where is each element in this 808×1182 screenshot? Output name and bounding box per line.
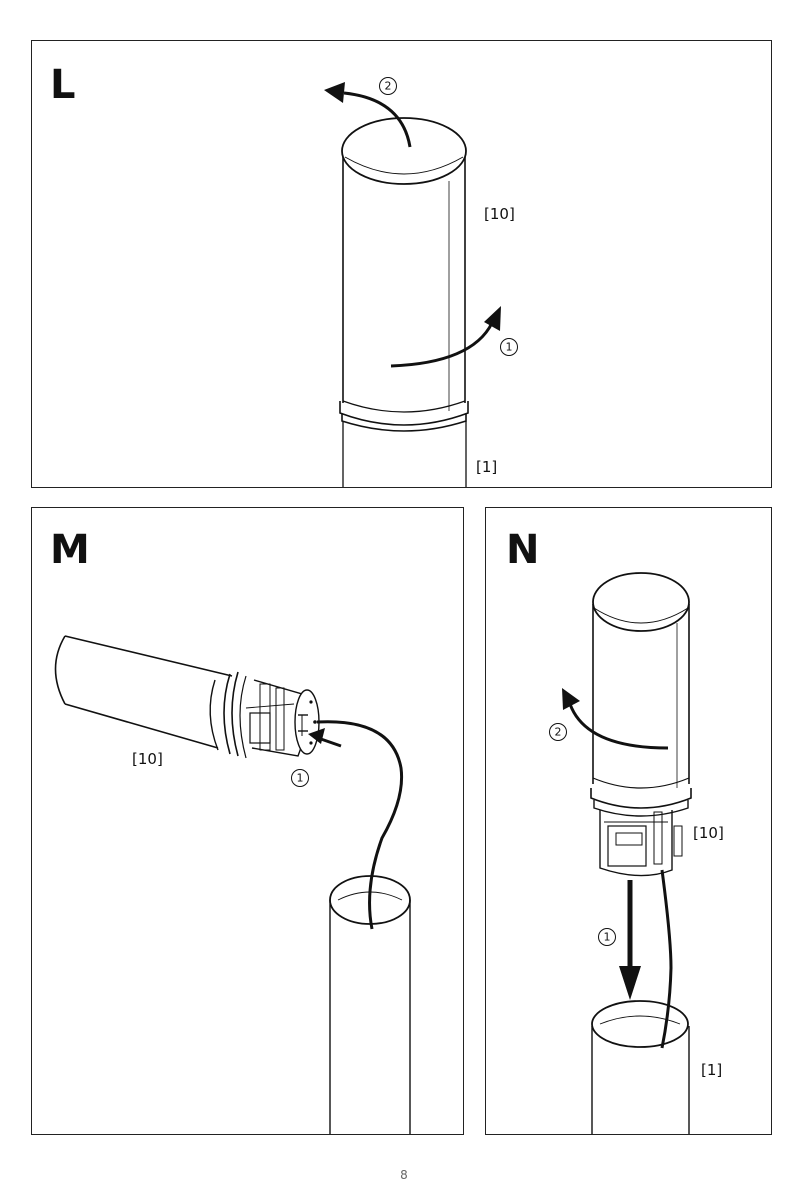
illustration-n: 1 2 [10] [1] [486,508,772,1135]
step-number-l1: 1 [506,341,513,354]
part-label-1: [1] [476,458,497,476]
panel-m: M 1 [10] [31,507,464,1135]
panel-l: L 2 1 [10] [1] [31,40,772,488]
step-number-n2: 2 [555,726,562,739]
step-number-m1: 1 [297,772,304,785]
arrow-head-n1 [619,966,641,1000]
part-label-10: [10] [693,824,724,842]
illustration-m: 1 [10] [32,508,464,1135]
step-number-l2: 2 [385,80,392,93]
arrow-head-l2 [324,82,345,103]
panel-n: N 1 2 [10] [1] [485,507,772,1135]
part-label-10: [10] [132,750,163,768]
part-label-10: [10] [484,205,515,223]
illustration-l: 2 1 [10] [1] [32,41,772,488]
page-number: 8 [0,1168,808,1182]
arrow-head-l1 [484,306,501,331]
step-number-n1: 1 [604,931,611,944]
part-label-1: [1] [701,1061,722,1079]
